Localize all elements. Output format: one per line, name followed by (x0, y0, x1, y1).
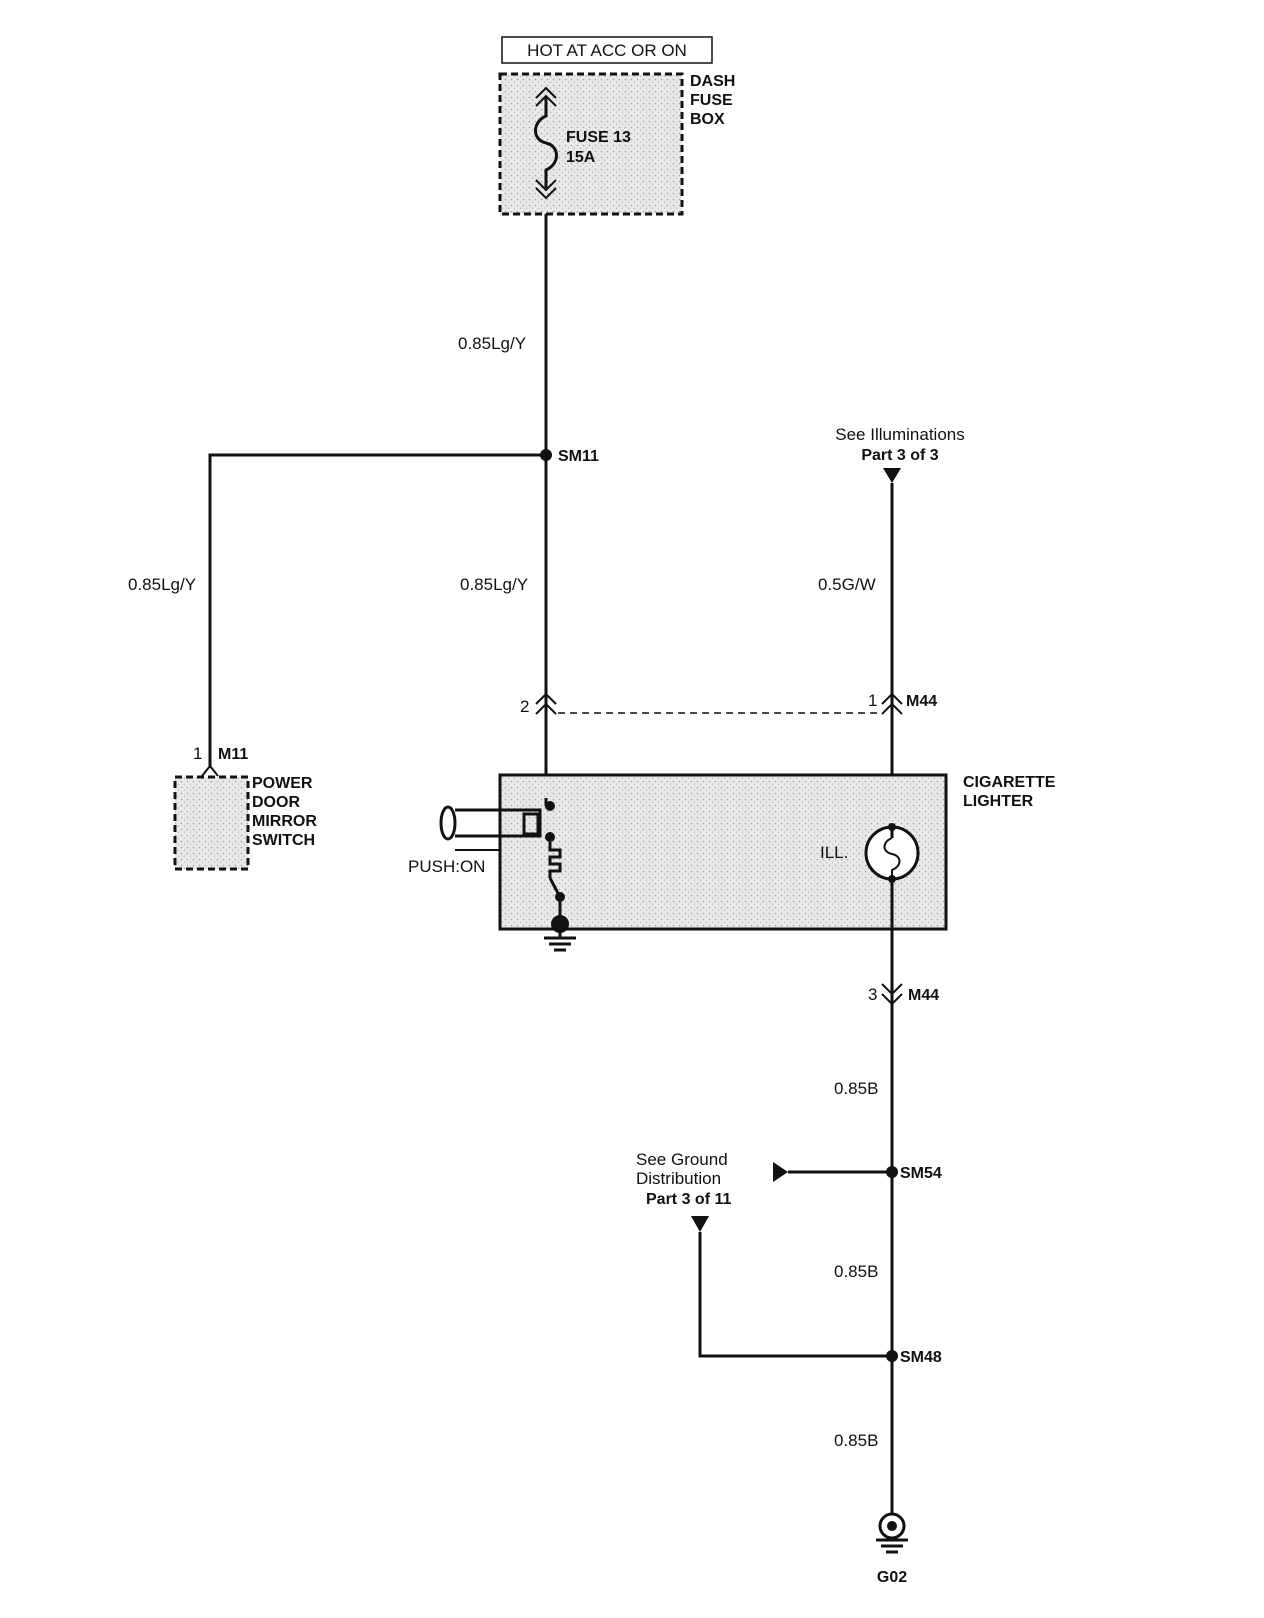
svg-text:Distribution: Distribution (636, 1169, 721, 1188)
svg-text:Part 3 of 11: Part 3 of 11 (646, 1191, 731, 1208)
wire-label-lighter-to-sm54: 0.85B (834, 1079, 878, 1098)
cigarette-lighter-box: CIGARETTE LIGHTER (498, 773, 1056, 931)
svg-text:DASH: DASH (690, 73, 735, 90)
wire-label-fuse-to-sm11: 0.85Lg/Y (458, 334, 526, 353)
connector-m44-top: 2 1 M44 (520, 691, 937, 716)
svg-text:DOOR: DOOR (252, 794, 300, 811)
wire-label-illum-feed: 0.5G/W (818, 575, 876, 594)
dash-fuse-box: DASH FUSE BOX (498, 72, 735, 216)
wire-sm11-to-mirror (208, 453, 546, 768)
svg-text:ILL.: ILL. (820, 843, 848, 862)
ground-g02-label: G02 (877, 1569, 907, 1586)
illumination-bulb: ILL. (820, 823, 920, 883)
svg-text:FUSE 13: FUSE 13 (566, 129, 631, 146)
splice-sm48-label: SM48 (900, 1349, 942, 1366)
ground-distribution-reference: See Ground Distribution Part 3 of 11 (636, 1150, 731, 1232)
svg-text:MIRROR: MIRROR (252, 813, 317, 830)
lighter-element: PUSH:ON (408, 798, 569, 933)
svg-text:PUSH:ON: PUSH:ON (408, 857, 485, 876)
svg-text:FUSE: FUSE (690, 92, 733, 109)
splice-sm11-label: SM11 (558, 448, 599, 465)
ground-g02-icon (876, 1512, 908, 1554)
fuse-13: FUSE 13 15A (534, 86, 631, 200)
wire-ground-ref-to-sm48 (698, 1232, 892, 1358)
svg-text:HOT AT ACC OR ON: HOT AT ACC OR ON (527, 41, 687, 60)
svg-text:POWER: POWER (252, 775, 313, 792)
connector-m11: 1 M11 (193, 744, 248, 777)
svg-text:M44: M44 (906, 693, 937, 710)
svg-text:BOX: BOX (690, 111, 725, 128)
splice-sm54-label: SM54 (900, 1165, 942, 1182)
svg-text:See Illuminations: See Illuminations (835, 425, 964, 444)
svg-text:1: 1 (193, 744, 202, 763)
svg-text:M11: M11 (218, 746, 248, 763)
hot-at-acc-label: HOT AT ACC OR ON (501, 36, 713, 64)
svg-text:See Ground: See Ground (636, 1150, 728, 1169)
svg-text:CIGARETTE: CIGARETTE (963, 774, 1056, 791)
svg-text:SWITCH: SWITCH (252, 832, 315, 849)
sm54-stub-arrow (773, 1162, 788, 1182)
wire-label-sm48-to-g02: 0.85B (834, 1431, 878, 1450)
illumination-reference: See Illuminations Part 3 of 3 (835, 425, 965, 483)
connector-m44-bottom: 3 M44 (868, 983, 939, 1006)
power-door-mirror-switch: POWER DOOR MIRROR SWITCH (173, 775, 317, 871)
svg-text:LIGHTER: LIGHTER (963, 793, 1034, 810)
wire-label-sm54-to-sm48: 0.85B (834, 1262, 878, 1281)
wire-label-sm11-to-mirror: 0.85Lg/Y (128, 575, 196, 594)
lighter-ground-icon (544, 924, 576, 952)
svg-text:15A: 15A (566, 149, 596, 166)
svg-text:2: 2 (520, 697, 529, 716)
svg-text:3: 3 (868, 985, 877, 1004)
svg-text:M44: M44 (908, 987, 939, 1004)
svg-text:1: 1 (868, 691, 877, 710)
wire-label-sm11-to-lighter: 0.85Lg/Y (460, 575, 528, 594)
svg-text:Part 3 of 3: Part 3 of 3 (861, 447, 938, 464)
